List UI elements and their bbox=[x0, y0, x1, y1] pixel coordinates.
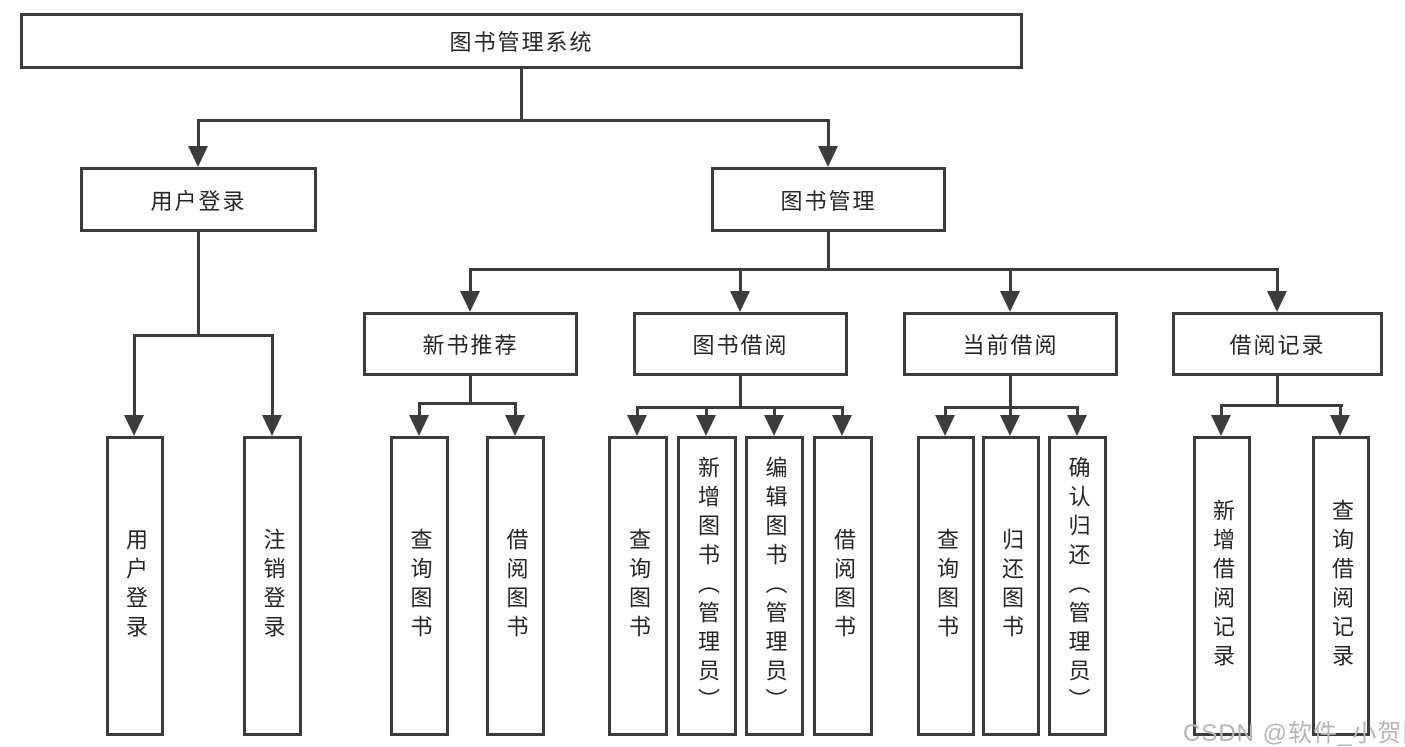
connector-cu-stub1 bbox=[944, 406, 947, 417]
connector-user-login-drop bbox=[197, 231, 200, 336]
connector-new-book-stub bbox=[469, 268, 472, 292]
arrowhead-rc-query bbox=[1330, 415, 1350, 436]
connector-cu-stub3 bbox=[1076, 406, 1079, 417]
leaf-logout: 注销登录 bbox=[243, 436, 302, 736]
node-book-management: 图书管理 bbox=[711, 167, 946, 232]
connector-bw-stub3 bbox=[773, 406, 776, 417]
leaf-nb-query-books: 查询图书 bbox=[390, 436, 449, 736]
node-user-login-label: 用户登录 bbox=[150, 188, 247, 214]
arrowhead-current bbox=[1000, 291, 1020, 312]
arrowhead-book-mgmt bbox=[818, 146, 838, 167]
leaf-bw-add-books-admin-label: 新增图书（管理员） bbox=[695, 455, 720, 717]
arrowhead-nb-query bbox=[409, 415, 429, 436]
connector-rc-hline bbox=[1220, 404, 1343, 407]
connector-book-mgmt-stub bbox=[827, 119, 830, 148]
connector-rc-stub2 bbox=[1339, 404, 1342, 417]
leaf-bw-query-books-label: 查询图书 bbox=[626, 528, 651, 644]
leaf-rc-add-record-label: 新增借阅记录 bbox=[1210, 499, 1235, 673]
connector-nb-hline bbox=[418, 402, 517, 405]
connector-bw-stub1 bbox=[636, 406, 639, 417]
arrowhead-rc-add bbox=[1211, 415, 1231, 436]
leaf-cu-query-books-label: 查询图书 bbox=[934, 528, 959, 644]
connector-bw-hline bbox=[636, 406, 844, 409]
leaf-logout-label: 注销登录 bbox=[260, 528, 286, 644]
node-root: 图书管理系统 bbox=[20, 13, 1023, 69]
connector-level3-hline bbox=[469, 268, 1279, 271]
connector-book-mgmt-drop bbox=[827, 231, 830, 271]
leaf-bw-edit-books-admin-label: 编辑图书（管理员） bbox=[762, 455, 788, 717]
arrowhead-bw-edit bbox=[764, 415, 784, 436]
leaf-bw-borrow-books-label: 借阅图书 bbox=[831, 528, 856, 644]
leaf-cu-query-books: 查询图书 bbox=[917, 436, 975, 736]
arrowhead-user-login bbox=[188, 146, 208, 167]
connector-bw-drop bbox=[739, 375, 742, 408]
connector-root-drop bbox=[520, 69, 523, 122]
leaf-bw-edit-books-admin: 编辑图书（管理员） bbox=[745, 436, 804, 736]
leaf-nb-borrow-books: 借阅图书 bbox=[486, 436, 545, 736]
leaf-rc-add-record: 新增借阅记录 bbox=[1193, 436, 1251, 736]
arrowhead-bw-query bbox=[627, 415, 647, 436]
connector-borrowing-stub bbox=[739, 268, 742, 292]
leaf-bw-add-books-admin: 新增图书（管理员） bbox=[677, 436, 737, 736]
arrowhead-cu-return bbox=[1000, 415, 1020, 436]
leaf-bw-borrow-books: 借阅图书 bbox=[813, 436, 873, 736]
arrowhead-cu-query bbox=[935, 415, 955, 436]
node-current-borrowing-label: 当前借阅 bbox=[962, 333, 1059, 358]
node-new-book-recommend: 新书推荐 bbox=[363, 312, 578, 376]
arrowhead-bw-add bbox=[696, 415, 716, 436]
leaf-cu-return-books-label: 归还图书 bbox=[999, 528, 1024, 644]
arrowhead-nb-borrow bbox=[505, 415, 525, 436]
node-current-borrowing: 当前借阅 bbox=[903, 312, 1118, 376]
leaf-bw-query-books: 查询图书 bbox=[608, 436, 668, 736]
connector-level2-hline bbox=[197, 119, 830, 122]
arrowhead-leaf-logout bbox=[262, 415, 282, 436]
arrowhead-new-book bbox=[460, 291, 480, 312]
arrowhead-bw-borrow bbox=[832, 415, 852, 436]
connector-bw-stub2 bbox=[705, 406, 708, 417]
node-borrow-records: 借阅记录 bbox=[1172, 312, 1383, 376]
node-borrow-records-label: 借阅记录 bbox=[1229, 333, 1326, 358]
connector-leaf-logout-stub bbox=[271, 334, 274, 416]
arrowhead-cu-confirm bbox=[1067, 415, 1087, 436]
leaf-rc-query-record: 查询借阅记录 bbox=[1312, 436, 1370, 736]
node-book-borrowing: 图书借阅 bbox=[633, 312, 848, 376]
leaf-nb-query-books-label: 查询图书 bbox=[407, 528, 433, 644]
leaf-cu-confirm-return-admin-label: 确认归还（管理员） bbox=[1065, 455, 1091, 717]
leaf-user-login-label: 用户登录 bbox=[123, 528, 148, 644]
arrowhead-records bbox=[1267, 291, 1287, 312]
connector-rc-stub1 bbox=[1220, 404, 1223, 417]
node-book-management-label: 图书管理 bbox=[780, 188, 877, 214]
node-book-borrowing-label: 图书借阅 bbox=[692, 333, 789, 358]
node-root-label: 图书管理系统 bbox=[449, 30, 594, 55]
leaf-nb-borrow-books-label: 借阅图书 bbox=[503, 528, 529, 644]
leaf-cu-confirm-return-admin: 确认归还（管理员） bbox=[1048, 436, 1107, 736]
connector-nb-stub2 bbox=[514, 402, 517, 416]
leaf-rc-query-record-label: 查询借阅记录 bbox=[1329, 499, 1354, 673]
connector-current-stub bbox=[1009, 268, 1012, 292]
connector-nb-drop bbox=[469, 375, 472, 404]
csdn-watermark: CSDN @软件_小贺同学 bbox=[1183, 720, 1405, 747]
arrowhead-borrowing bbox=[730, 291, 750, 312]
connector-nb-stub1 bbox=[418, 402, 421, 416]
connector-user-login-stub bbox=[197, 119, 200, 148]
connector-cu-drop bbox=[1009, 375, 1012, 408]
leaf-user-login: 用户登录 bbox=[106, 436, 164, 736]
connector-user-login-hline bbox=[133, 334, 274, 337]
connector-records-stub bbox=[1276, 268, 1279, 292]
connector-cu-stub2 bbox=[1009, 406, 1012, 417]
leaf-cu-return-books: 归还图书 bbox=[982, 436, 1040, 736]
arrowhead-leaf-login bbox=[124, 415, 144, 436]
connector-bw-stub4 bbox=[841, 406, 844, 417]
connector-leaf-login-stub bbox=[133, 334, 136, 416]
node-user-login: 用户登录 bbox=[80, 167, 317, 232]
node-new-book-recommend-label: 新书推荐 bbox=[422, 333, 519, 358]
connector-rc-drop bbox=[1276, 375, 1279, 406]
